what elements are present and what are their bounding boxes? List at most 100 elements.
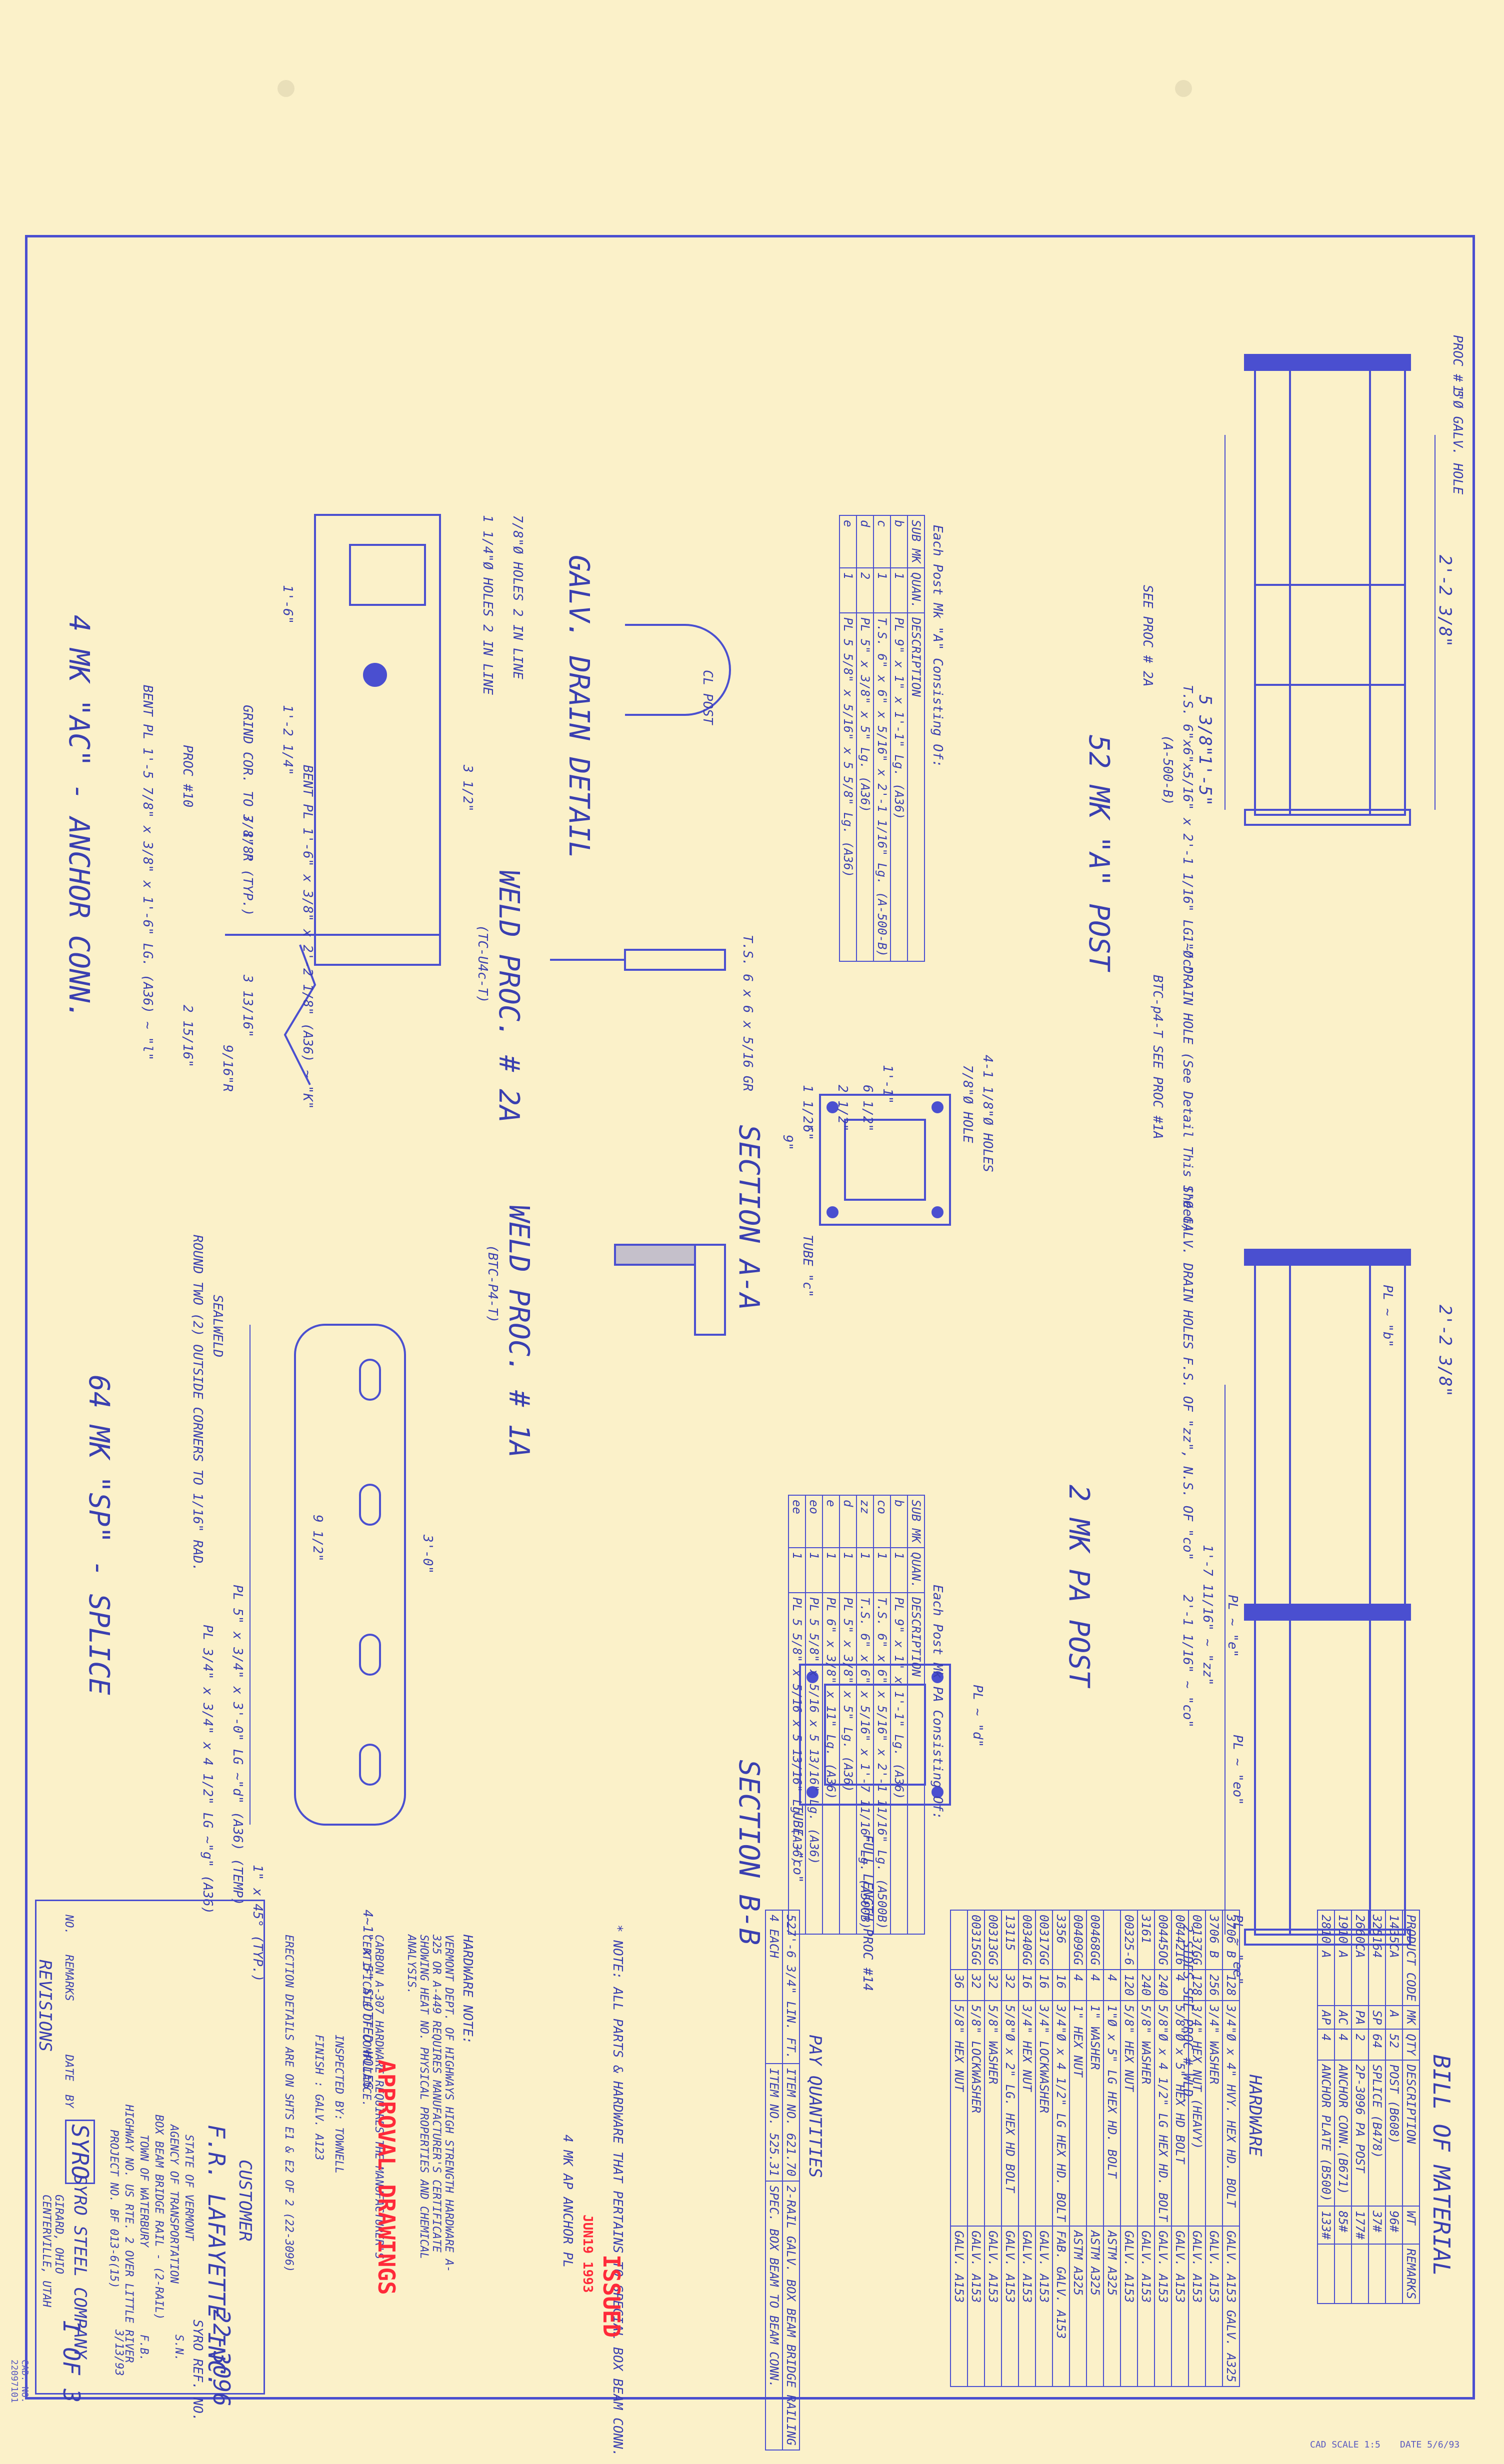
inspected-note: INSPECTED BY: TOWNELL: [332, 2035, 345, 2174]
bom-header: REMARKS: [1402, 2244, 1420, 2304]
dim-label: TUBE "c": [800, 1235, 815, 1298]
dim-label: 9/16"R: [220, 1045, 235, 1092]
title-52-post: 52 MK "A" POST: [1082, 735, 1115, 971]
dim-label: TUBE ~"co": [790, 1805, 805, 1883]
dim-label: FULL LENGTH PROC #14: [860, 1835, 875, 1992]
sub-pa-header-submk: SUB MK: [908, 1495, 924, 1548]
sheet-number: 1 OF 3: [58, 2320, 85, 2403]
bom-header: QTY: [1402, 2029, 1420, 2060]
project-line: BOX BEAM BRIDGE RAIL - (2-RAIL): [152, 2115, 165, 2320]
hardware-note: VERMONT DEPT. OF HIGHWAYS HIGH STRENGTH …: [405, 1935, 455, 2273]
dim-label: BENT PL 1'-5 7/8" x 3/8" x 1'-6" LG. (A3…: [140, 685, 155, 1061]
revisions-label: REVISIONS: [35, 1960, 55, 2052]
dim-label: 3 13/16": [240, 975, 255, 1038]
sub-pa-header-quan: QUAN.: [908, 1547, 924, 1593]
project-line: HIGHWAY NO. US RTE. 2 OVER LITTLE RIVER: [122, 2105, 135, 2363]
drawing-date: 3/13/93: [112, 2330, 125, 2376]
weld-2a-sub: (TC-U4c-T): [475, 925, 490, 1003]
erection-note: ERECTION DETAILS ARE ON SHTS E1 & E2 OF …: [282, 1935, 295, 2273]
date-stamp: JUN19 1993: [580, 2215, 595, 2293]
hardware-title: HARDWARE: [1245, 2075, 1265, 2157]
dim-label: SEALWELD: [210, 1295, 225, 1358]
title-anchor-conn: 4 MK "AC" - ANCHOR CONN.: [62, 615, 95, 1020]
weld-1a-sub: (BTC-P4-T): [485, 1245, 500, 1323]
dim-label: 1"Ø GALV. HOLE: [1450, 385, 1465, 495]
dim-label: 1'-1": [880, 1065, 895, 1104]
dim-label: 1'-6": [280, 585, 295, 624]
dim-label: 1 1/4"Ø HOLES 2 IN LINE: [480, 515, 495, 695]
weld-2a-title: WELD PROC. # 2A: [492, 870, 525, 1123]
pay-quantities-title: PAY QUANTITIES: [805, 2035, 825, 2178]
linework: [225, 354, 1436, 1946]
project-line: TOWN OF WATERBURY: [138, 2135, 150, 2248]
dim-label: 9": [780, 1135, 795, 1151]
dim-label: 2'-1 1/16" ~ "co": [1180, 1595, 1195, 1728]
drawing-number: 22-3096: [208, 2310, 235, 2407]
dim-label: PROC #10: [180, 745, 195, 808]
dim-label: SEE PROC # 2A: [1140, 585, 1155, 687]
punch-hole-left: [278, 80, 294, 97]
dim-label: 3'-0": [420, 1535, 435, 1574]
footer-date: DATE 5/6/93: [1400, 2440, 1460, 2450]
dim-label: BENT PL 1'-6" x 3/8" x 2'-2 1/8" (A36) ~…: [300, 765, 315, 1109]
syro-ref-label: SYRO REF. NO.: [190, 2320, 205, 2422]
project-line: AGENCY OF TRANSPORTATION: [168, 2125, 180, 2284]
bom-header: PRODUCT CODE: [1402, 1910, 1420, 2006]
dim-label: (A-500-B): [1160, 735, 1175, 805]
dim-label: 1'-2 1/4": [280, 705, 295, 775]
dim-label: T.S. 6 x 6 x 5/16 GR: [740, 935, 755, 1092]
dim-label: CL POST: [700, 670, 715, 725]
bom-header: MK: [1402, 2006, 1420, 2030]
issued-stamp: ISSUED: [598, 2255, 625, 2338]
dim-label: 9 1/2": [310, 1515, 325, 1562]
title-pa-post: 2 MK PA POST: [1062, 1485, 1095, 1687]
dim-label: 7/8"Ø HOLES 2 IN LINE: [510, 515, 525, 679]
bom-header: DESCRIPTION: [1402, 2060, 1420, 2207]
drawing-border: [25, 235, 1475, 2400]
checked-by: F.B.: [138, 2335, 150, 2361]
dim-label: 5 3/8": [1195, 695, 1215, 756]
dim-label: PL ~ "b": [1380, 1285, 1395, 1348]
dim-label: BTC-p4-T SEE PROC #1A: [1150, 975, 1165, 1139]
project-line: PROJECT NO. BF 013-6(15): [108, 2130, 120, 2289]
dim-label: PL 3/4" x 3/4" x 4 1/2" LG ~"g" (A36): [200, 1625, 215, 1915]
approval-stamp: APPROVAL DRAWINGS: [373, 2060, 400, 2295]
title-splice: 64 MK "SP" - SPLICE: [82, 1375, 115, 1695]
dim-label: 2 1/2": [835, 1085, 850, 1132]
dim-label: PL ~ "eo": [1230, 1735, 1245, 1805]
galv-drain-title: GALV. DRAIN DETAIL: [562, 555, 595, 858]
sub-a-header-quan: QUAN.: [908, 567, 924, 613]
drawn-by: S.N.: [172, 2335, 185, 2361]
customer-label: CUSTOMER: [235, 2160, 255, 2242]
bom-title: BILL OF MATERIAL: [1428, 2055, 1455, 2277]
weld-1a-title: WELD PROC. # 1A: [502, 1205, 535, 1458]
section-b-b-label: SECTION B-B: [732, 1760, 765, 1945]
dim-label: 1'-5": [1195, 755, 1215, 806]
dim-label: 7 1/8": [240, 815, 255, 862]
punch-hole-right: [1175, 80, 1192, 97]
revision-col: REMARKS: [62, 1955, 75, 2001]
